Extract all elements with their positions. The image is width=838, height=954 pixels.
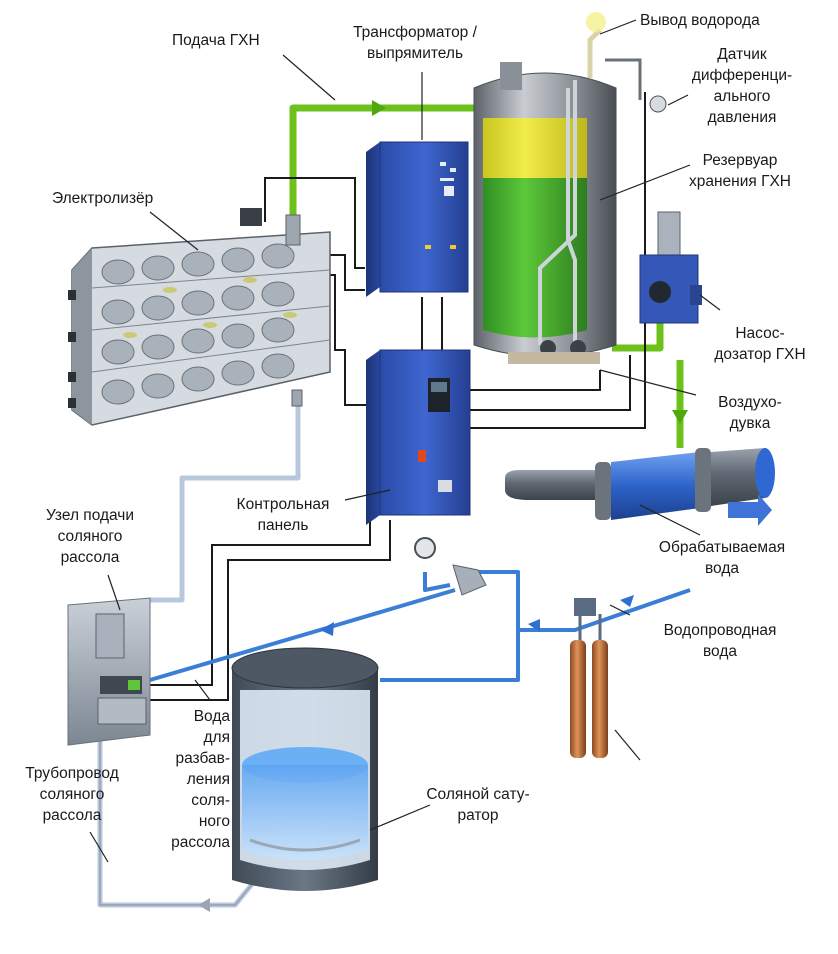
treated-water-pipe: [505, 448, 775, 526]
control-panel: [366, 349, 471, 525]
label-treated-water: Обрабатываемая вода: [658, 539, 786, 577]
label-salt-saturator: Соляной сату- ратор: [426, 786, 530, 824]
label-control-panel: Контрольная панель: [236, 496, 330, 534]
leader-lines: [89, 19, 721, 863]
copper-electrodes: [570, 598, 608, 758]
label-electrolyzer: Электролизёр: [52, 190, 154, 207]
storage-tank: [473, 12, 667, 364]
label-dilution-water: Вода для разбав- ления соля- ного рассол…: [171, 708, 230, 851]
transformer-rectifier: [366, 141, 469, 297]
label-blower: Воздухо- дувка: [718, 394, 782, 432]
label-storage-tank: Резервуар хранения ГХН: [688, 152, 791, 190]
valve: [452, 564, 487, 596]
dosing-pump: [639, 211, 702, 324]
label-dp-sensor: Датчик дифференци- ального давления: [691, 46, 793, 126]
electrolyzer: [68, 208, 331, 426]
label-gkhn-feed: Подача ГХН: [172, 32, 260, 49]
label-brine-pipeline: Трубопровод соляного рассола: [25, 765, 119, 824]
gkhn-down-arrow: [672, 410, 688, 424]
water-arrow: [528, 619, 540, 632]
label-hydrogen-outlet: Вывод водорода: [640, 12, 760, 29]
water-arrow: [620, 595, 634, 607]
water-lines: [149, 570, 691, 682]
salt-saturator: [231, 647, 379, 891]
flow-arrow: [728, 494, 772, 526]
water-arrow: [320, 622, 334, 636]
pressure-gauge: [414, 537, 436, 559]
label-dosing-pump: Насос- дозатор ГХН: [714, 325, 806, 363]
brine-feed-unit: [67, 597, 151, 746]
control-cables: [150, 92, 646, 701]
brine-arrow: [198, 898, 210, 912]
label-brine-feed-unit: Узел подачи соляного рассола: [45, 507, 135, 566]
label-tap-water: Водопроводная вода: [663, 622, 777, 660]
label-transformer: Трансформатор / выпрямитель: [353, 24, 477, 62]
gkhn-arrow: [372, 100, 386, 116]
